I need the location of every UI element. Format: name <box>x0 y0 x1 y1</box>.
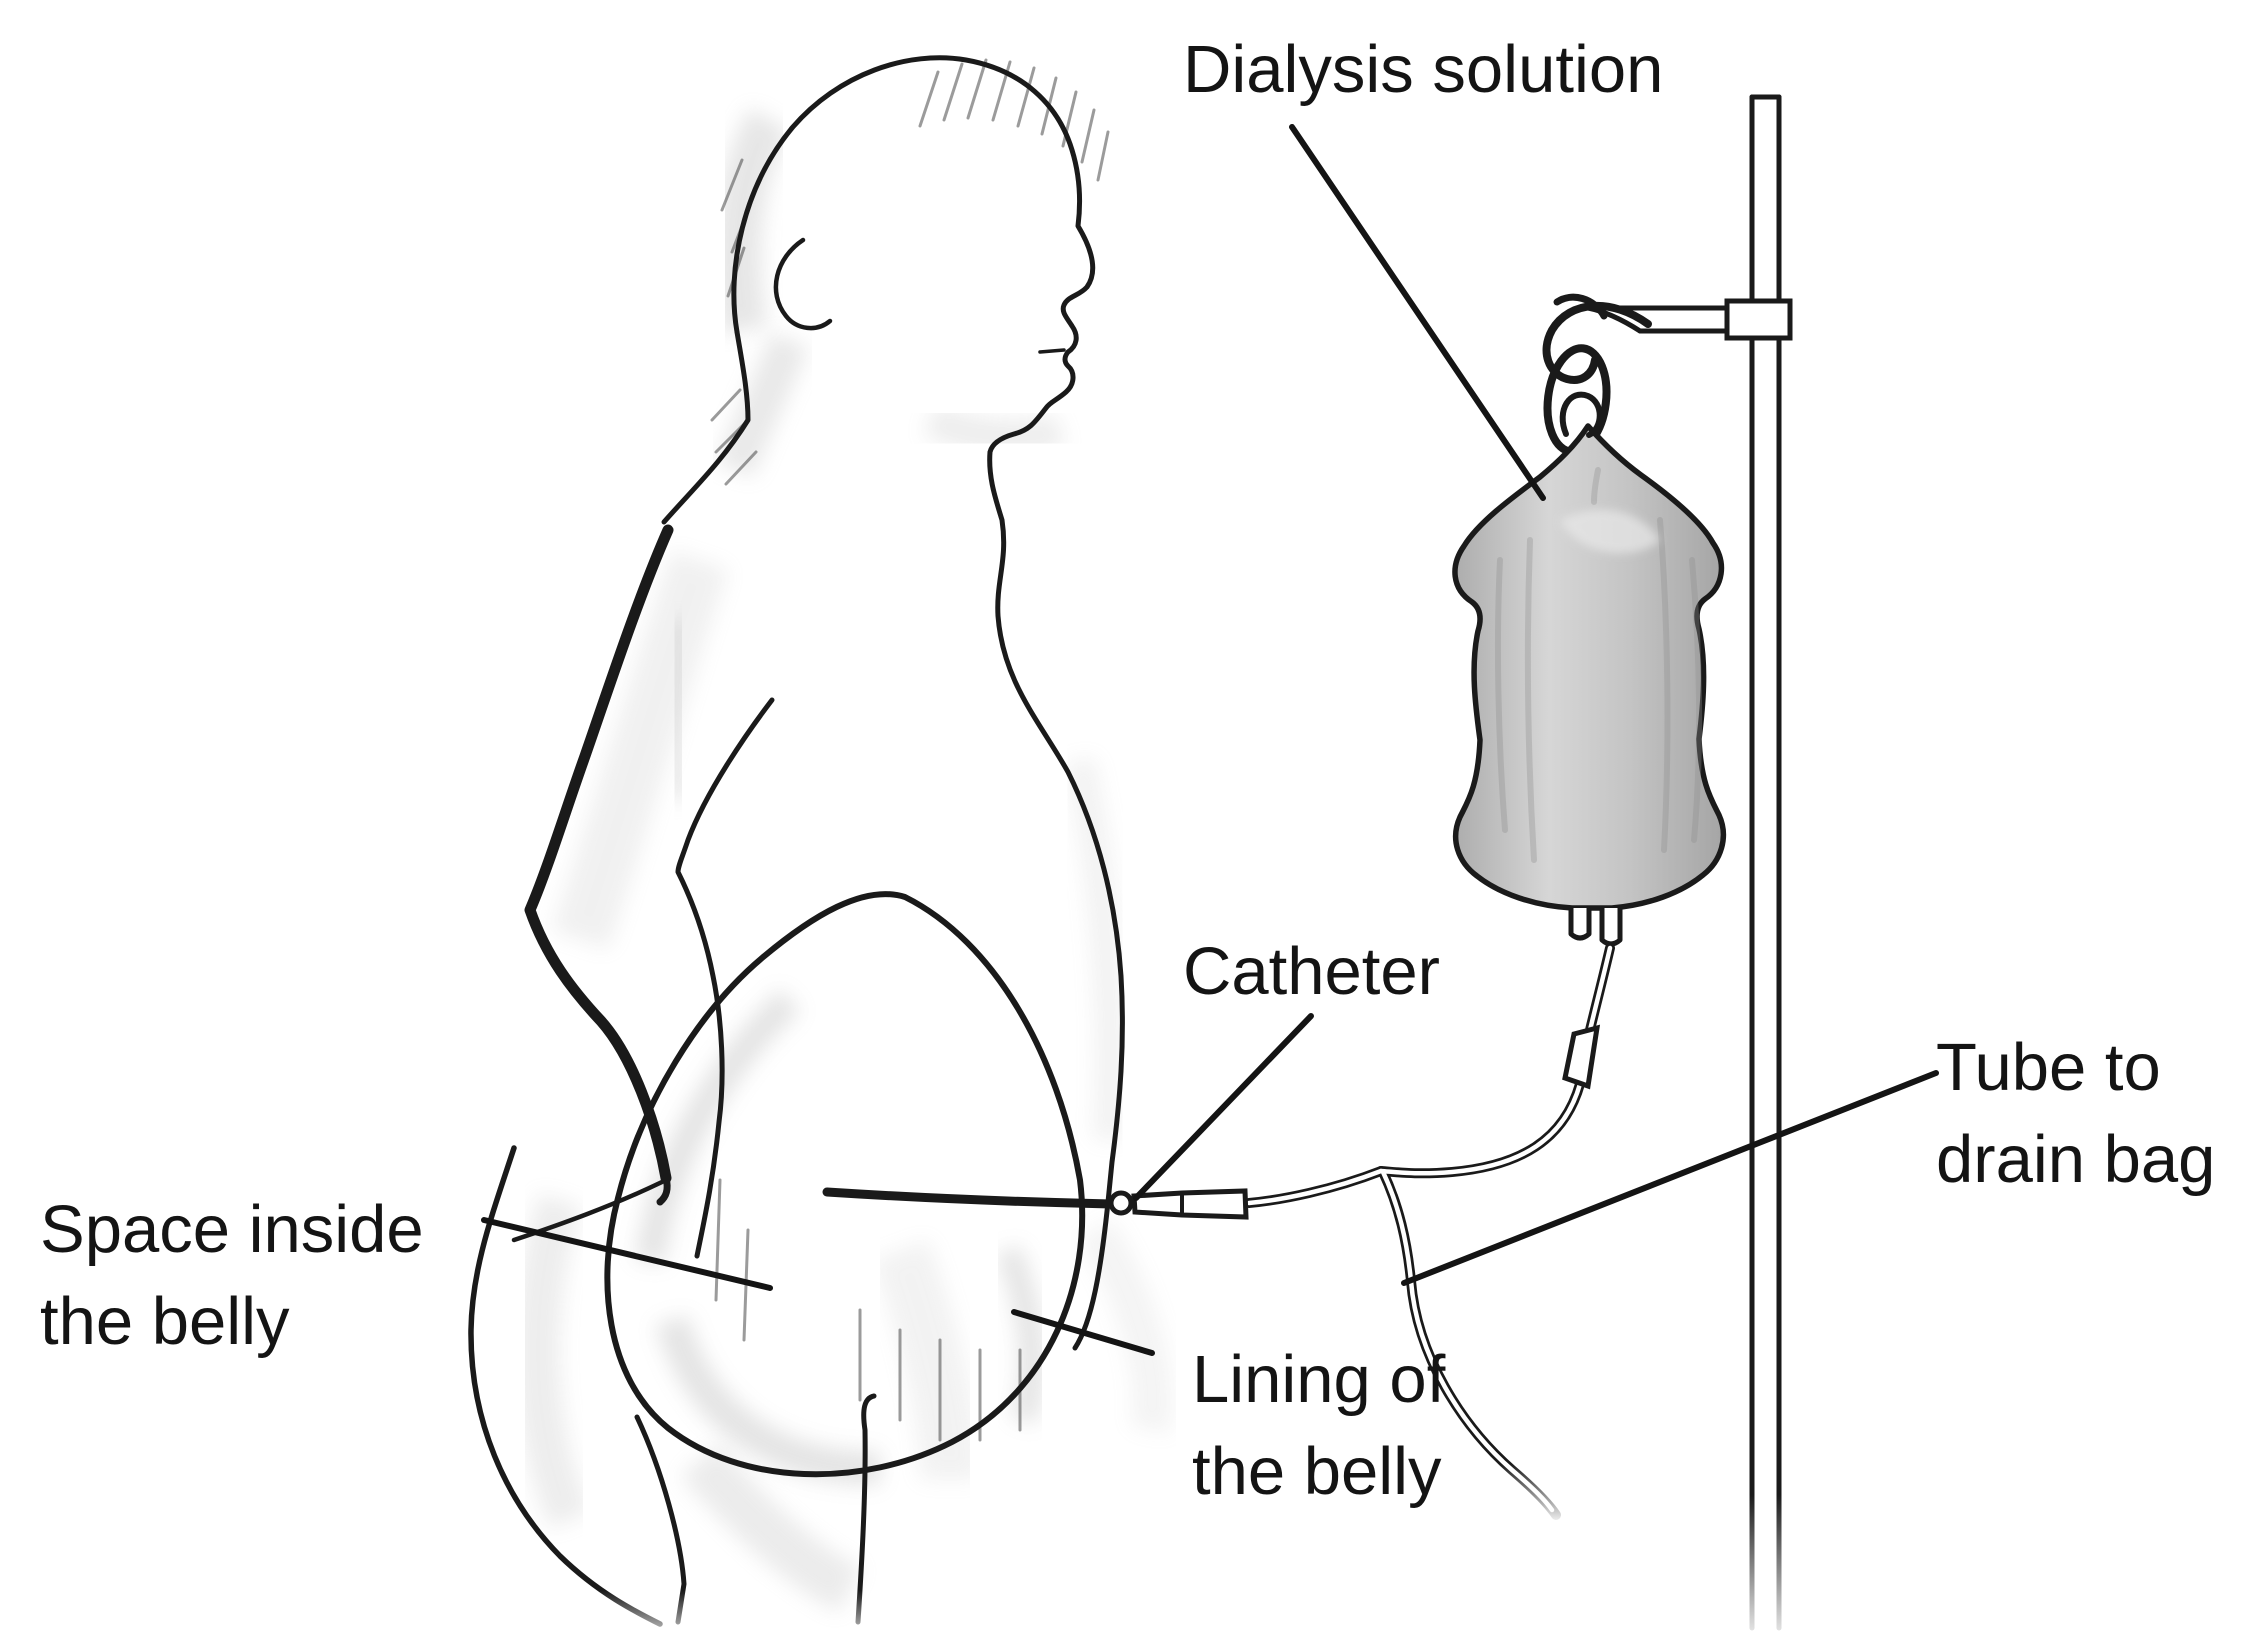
ear <box>773 237 833 331</box>
person-figure <box>468 55 1125 1627</box>
label-dialysis-solution: Dialysis solution <box>1183 32 1664 107</box>
arm-behind-back <box>524 524 674 1184</box>
catheter-assembly <box>822 1187 1249 1220</box>
bag-top-highlight <box>1560 509 1660 554</box>
bag-streaks <box>1494 467 1703 863</box>
tube-connector-wedge <box>1562 1024 1601 1090</box>
bag-port-left <box>1568 905 1592 941</box>
label-catheter: Catheter <box>1183 934 1440 1009</box>
label-space-line2: the belly <box>40 1284 290 1359</box>
bag-port-right <box>1599 905 1623 947</box>
pole-clamp-collar <box>1724 298 1793 341</box>
bag-top-tab-loop <box>1559 391 1603 438</box>
label-lining-line2: the belly <box>1192 1434 1442 1509</box>
leader-tube-to-drain-bag <box>1401 1070 1939 1286</box>
buttock-outline <box>468 1145 663 1627</box>
pencil-shading <box>515 108 1173 1613</box>
label-tube-line1: Tube to <box>1936 1030 2161 1105</box>
leader-catheter <box>1133 1013 1314 1201</box>
label-space-inside-belly: Space inside the belly <box>40 1184 424 1368</box>
dialysis-bag <box>1452 344 1727 947</box>
thigh-back-line <box>634 1414 687 1625</box>
tube-junction-to-connector <box>1244 1166 1386 1208</box>
label-lining-line1: Lining of <box>1192 1342 1446 1417</box>
mouth-line <box>1038 348 1066 354</box>
leader-lining <box>1011 1309 1155 1356</box>
label-lining-of-belly: Lining of the belly <box>1192 1334 1445 1518</box>
peritoneal-space-oval <box>604 891 1086 1478</box>
thigh-front-line <box>855 1393 877 1625</box>
label-tube-to-drain-bag: Tube to drain bag <box>1936 1022 2215 1206</box>
leader-dialysis-solution <box>1289 124 1546 501</box>
tubing <box>1244 943 1615 1520</box>
head-and-front-outline <box>731 55 1125 1351</box>
leader-space-inside <box>481 1217 773 1291</box>
catheter-hub-circle <box>1108 1190 1134 1216</box>
iv-pole <box>1542 94 1793 1631</box>
inner-arm-line <box>675 697 775 1259</box>
catheter-hub-barrel <box>1131 1188 1249 1220</box>
hand-finger-line <box>656 1174 671 1206</box>
tube-bag-to-junction <box>1376 1079 1585 1179</box>
hatch-strokes <box>710 58 1110 1442</box>
hanger-hook <box>1542 302 1652 384</box>
catheter-line <box>822 1187 1116 1209</box>
hip-line <box>511 1179 665 1243</box>
label-tube-line2: drain bag <box>1936 1122 2216 1197</box>
hanger-hook-curl <box>1553 293 1608 320</box>
back-outline <box>661 329 751 525</box>
leader-lines <box>481 124 1939 1356</box>
label-space-line1: Space inside <box>40 1192 424 1267</box>
